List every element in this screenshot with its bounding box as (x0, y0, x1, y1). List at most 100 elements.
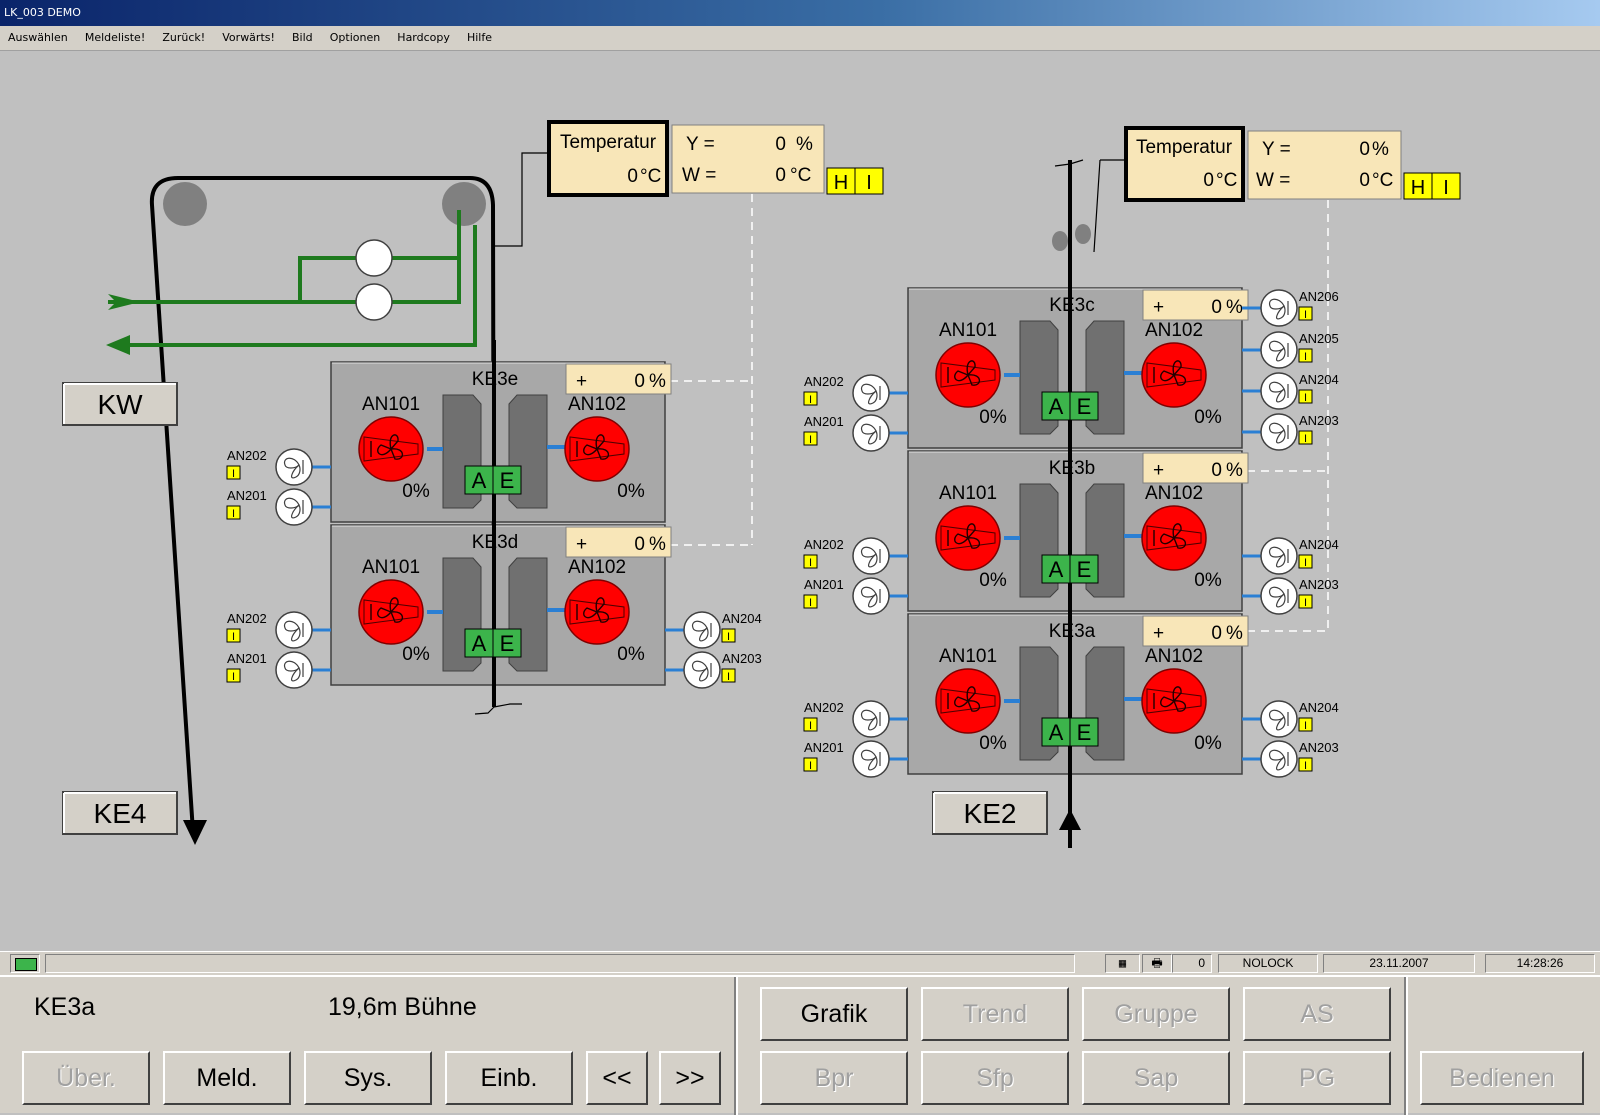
aux-fan-icon-an203[interactable] (1260, 740, 1298, 778)
fan-left-percent: 0% (402, 644, 430, 665)
setpoint-unit: % (649, 534, 666, 555)
aux-fan-icon-an201[interactable] (852, 740, 890, 778)
pg-button[interactable]: PG (1243, 1051, 1391, 1105)
fan-left-icon[interactable] (935, 668, 1001, 734)
meld-button[interactable]: Meld. (163, 1051, 291, 1105)
unit-ke3d: KE3d+0%AN1010%AN1020%AN202IAN201IAN204IA… (226, 524, 762, 689)
printer-icon[interactable]: 🖶 (1142, 954, 1172, 973)
ke2-button[interactable]: KE2 (932, 791, 1048, 835)
fan-left-icon[interactable] (358, 579, 424, 645)
menu-meldeliste[interactable]: Meldeliste! (84, 31, 146, 44)
aux-fan-icon-an204[interactable] (1260, 700, 1298, 738)
as-button[interactable]: AS (1243, 987, 1391, 1041)
menu-auswaehlen[interactable]: Auswählen (8, 31, 68, 44)
aux-fan-label: AN202 (227, 448, 267, 463)
menu-optionen[interactable]: Optionen (329, 31, 381, 44)
aux-fan-icon-an202[interactable] (275, 611, 313, 649)
controller-display-left[interactable]: Y = 0 % W = 0 °C (671, 124, 825, 194)
grid-icon[interactable]: ▦ (1105, 954, 1140, 973)
aux-fan-icon-an203[interactable] (1260, 577, 1298, 615)
status-a: A (1049, 720, 1064, 745)
setpoint-field[interactable]: +0% (565, 526, 672, 558)
aux-fan-icon-an203[interactable] (1260, 413, 1298, 451)
aux-fan-indicator: I (721, 628, 736, 643)
pump-icon-1 (355, 239, 393, 277)
menu-hardcopy[interactable]: Hardcopy (397, 31, 450, 44)
menu-vorwaerts[interactable]: Vorwärts! (222, 31, 275, 44)
setpoint-field[interactable]: +0% (1142, 615, 1249, 647)
aux-fan-icon-an203[interactable] (683, 651, 721, 689)
controller-display-right[interactable]: Y = 0 % W = 0 °C (1247, 130, 1402, 200)
grafik-button[interactable]: Grafik (760, 987, 908, 1041)
fan-left-icon[interactable] (935, 342, 1001, 408)
aux-fan-icon-an204[interactable] (683, 611, 721, 649)
aux-fan-indicator-text: I (727, 671, 730, 683)
aux-fan-indicator-text: I (232, 631, 235, 643)
temperature-display-right[interactable]: Temperatur 0 °C (1124, 126, 1245, 202)
fan-left-icon[interactable] (935, 505, 1001, 571)
sap-button[interactable]: Sap (1082, 1051, 1230, 1105)
aux-fan-icon-an201[interactable] (852, 414, 890, 452)
aux-fan-icon-an202[interactable] (852, 537, 890, 575)
fan-right-icon[interactable] (564, 416, 630, 482)
menu-zurueck[interactable]: Zurück! (162, 31, 206, 44)
setpoint-field[interactable]: +0% (1142, 452, 1249, 484)
fan-left-icon[interactable] (358, 416, 424, 482)
einb-button[interactable]: Einb. (445, 1051, 573, 1105)
setpoint-field[interactable]: +0% (1142, 289, 1249, 321)
divider-2 (1404, 977, 1408, 1115)
aux-fan-indicator: I (803, 717, 818, 732)
aux-fan-icon-an202[interactable] (275, 448, 313, 486)
aux-fan-indicator: I (803, 554, 818, 569)
fan-right-icon[interactable] (1141, 668, 1207, 734)
aux-fan-label: AN202 (804, 374, 844, 389)
aux-fan-icon-an202[interactable] (852, 700, 890, 738)
unit-ke3a: KE3a+0%AN1010%AN1020%AN202IAN201IAN204IA… (803, 613, 1339, 778)
bedienen-button[interactable]: Bedienen (1420, 1051, 1584, 1105)
gruppe-button[interactable]: Gruppe (1082, 987, 1230, 1041)
ke2-button-label: KE2 (964, 798, 1017, 829)
menu-hilfe[interactable]: Hilfe (466, 31, 493, 44)
aux-fan-label: AN204 (1299, 372, 1339, 387)
hi-i-right: I (1443, 177, 1449, 199)
previous-button[interactable]: << (586, 1051, 648, 1105)
bpr-button[interactable]: Bpr (760, 1051, 908, 1105)
fan-left-label: AN101 (362, 557, 420, 578)
hi-indicator-right: H I (1403, 172, 1461, 200)
sys-button[interactable]: Sys. (304, 1051, 432, 1105)
ueber-button[interactable]: Über. (22, 1051, 150, 1105)
aux-fan-icon-an201[interactable] (275, 488, 313, 526)
ke4-button[interactable]: KE4 (62, 791, 178, 835)
aux-fan-label: AN201 (804, 414, 844, 429)
y-value-left: 0 (775, 134, 786, 155)
aux-fan-icon-an201[interactable] (852, 577, 890, 615)
fan-right-icon[interactable] (1141, 505, 1207, 571)
setpoint-field[interactable]: +0% (565, 363, 672, 395)
aux-fan-indicator: I (226, 465, 241, 480)
fan-left-label: AN101 (939, 646, 997, 667)
aux-fan-icon-an202[interactable] (852, 374, 890, 412)
fan-right-icon[interactable] (564, 579, 630, 645)
aux-fan-icon-an206[interactable] (1260, 289, 1298, 327)
trend-button[interactable]: Trend (921, 987, 1069, 1041)
sfp-button[interactable]: Sfp (921, 1051, 1069, 1105)
aux-fan-icon-an204[interactable] (1260, 537, 1298, 575)
aux-fan-icon-an204[interactable] (1260, 372, 1298, 410)
menu-bild[interactable]: Bild (292, 31, 313, 44)
status-e: E (500, 468, 515, 493)
aux-fan-indicator-text: I (727, 631, 730, 643)
fan-right-icon[interactable] (1141, 342, 1207, 408)
aux-fan-indicator-text: I (809, 760, 812, 772)
aux-fan-indicator-text: I (1304, 557, 1307, 569)
temperature-display-left[interactable]: Temperatur 0 °C (547, 120, 669, 197)
kw-button[interactable]: KW (62, 382, 178, 426)
next-button[interactable]: >> (659, 1051, 721, 1105)
aux-fan-icon-an205[interactable] (1260, 331, 1298, 369)
flow-arrow-down (183, 820, 207, 845)
aux-fan-icon-an201[interactable] (275, 651, 313, 689)
